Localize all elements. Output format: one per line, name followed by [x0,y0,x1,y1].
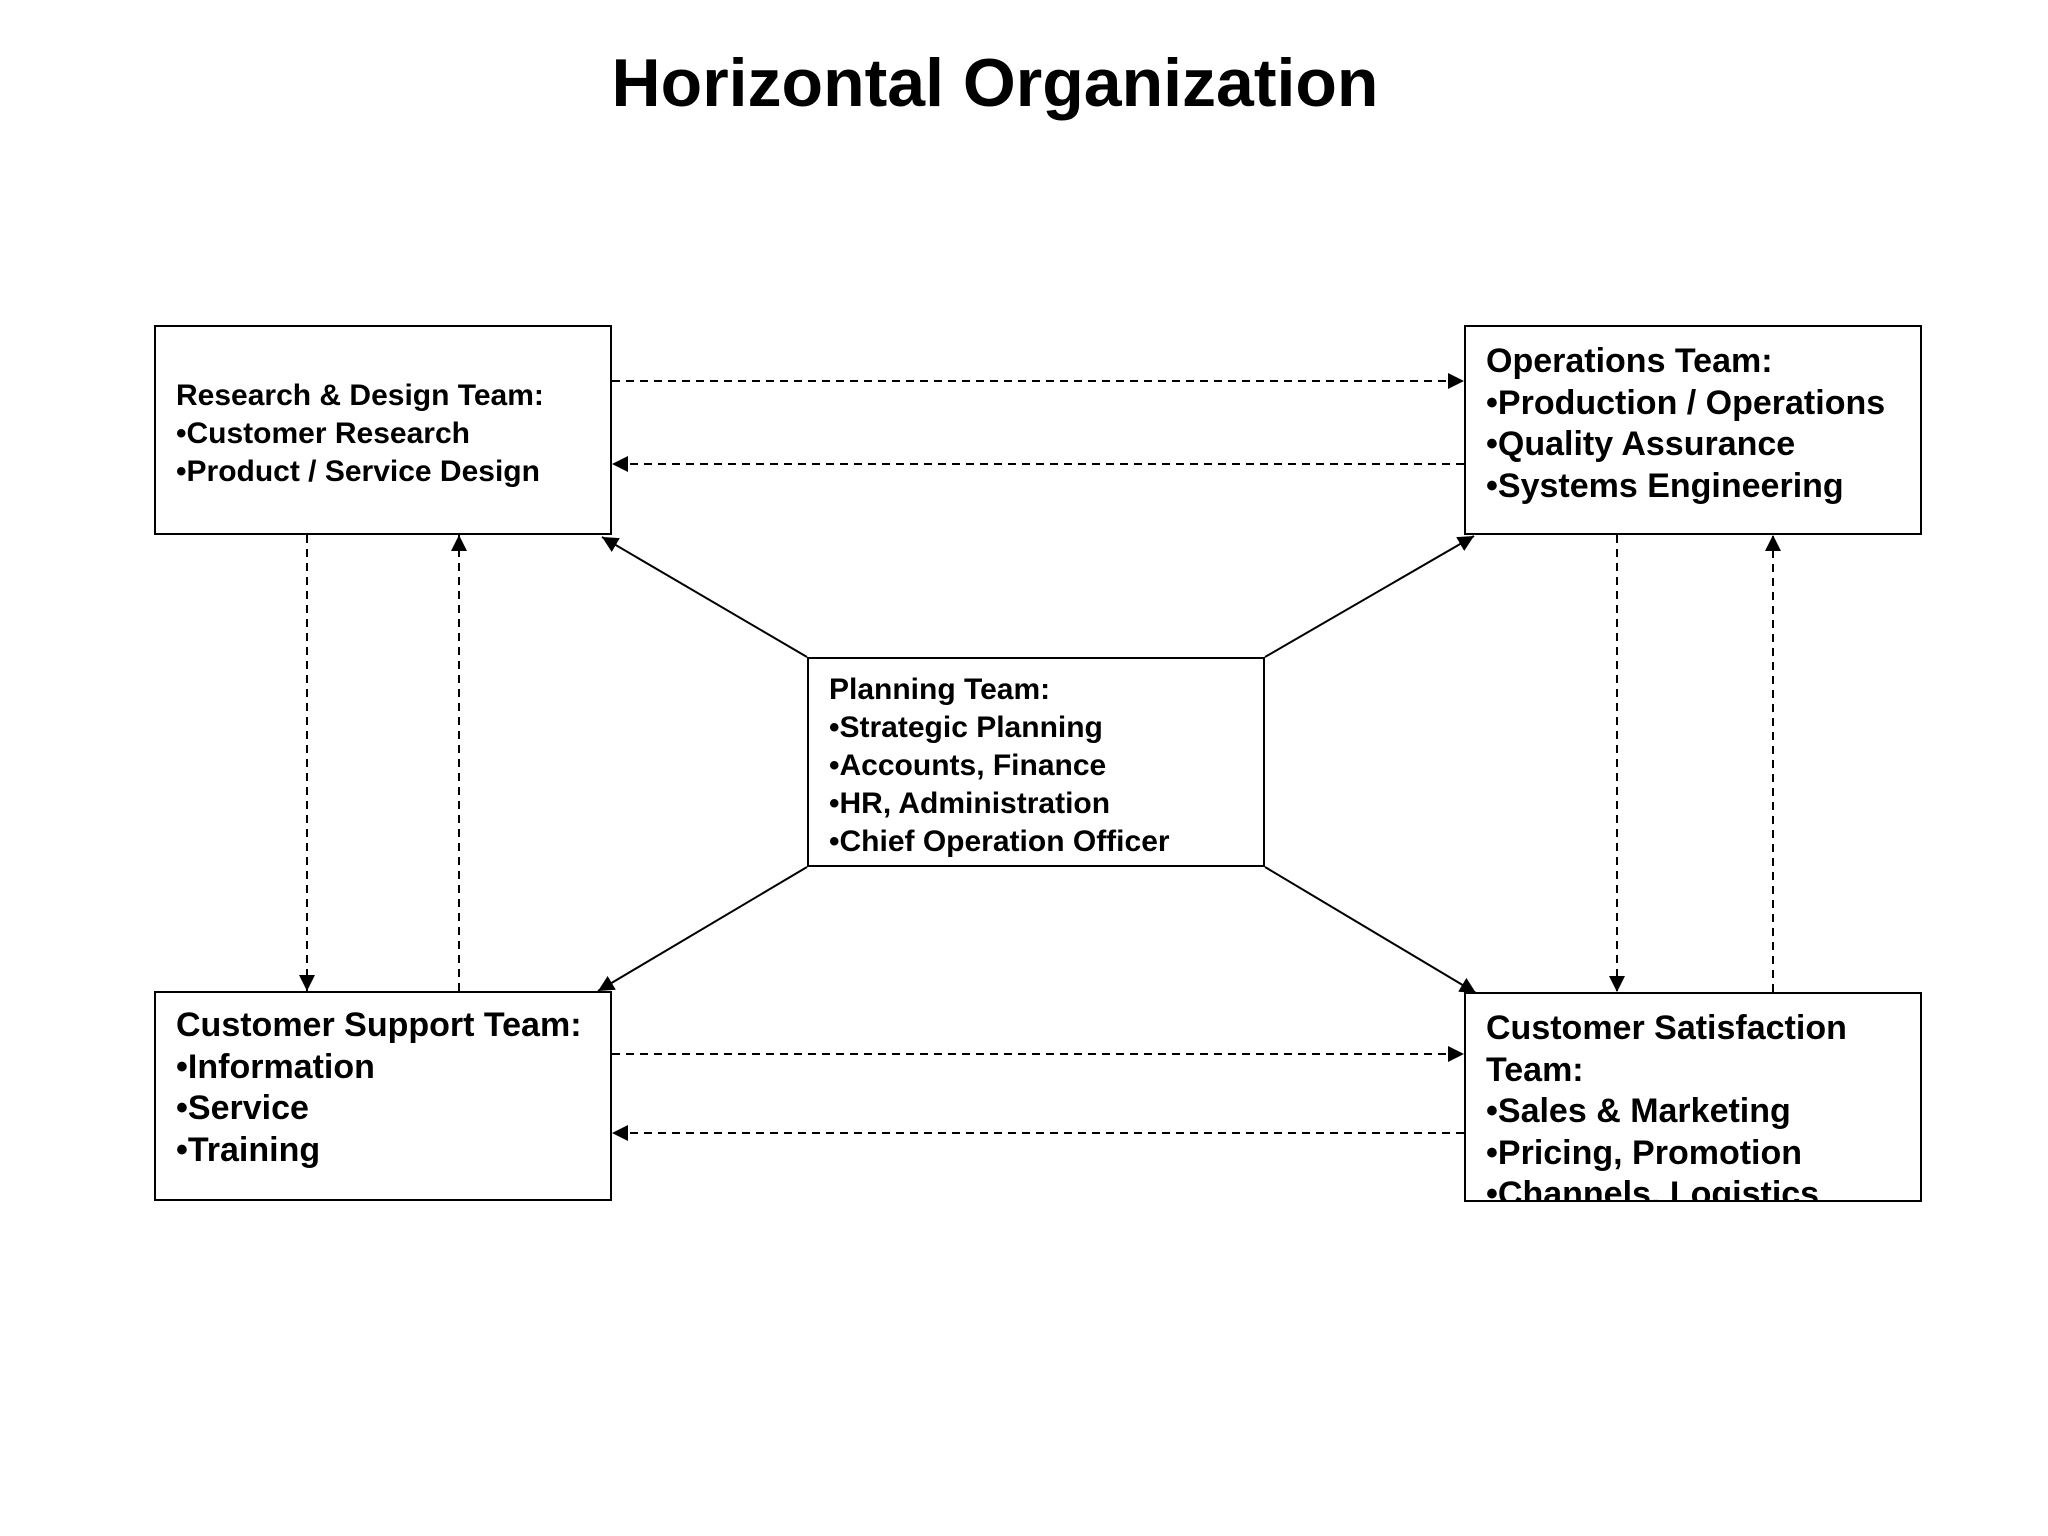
team-item: •Channels, Logistics [1486,1175,1820,1202]
team-item: •Systems Engineering [1486,466,1844,505]
team-item: •Accounts, Finance [829,749,1107,782]
team-heading: Customer Support Team: [176,1006,582,1044]
team-item: •Service [176,1089,309,1127]
team-heading: Customer Satisfaction [1486,1009,1847,1047]
customer-satisfaction-team-box: Customer Satisfaction Team: •Sales & Mar… [1464,992,1922,1202]
team-item: •Production / Operations [1486,383,1886,422]
arrow-planning-to-research [601,536,808,658]
team-item: •Product / Service Design [176,455,540,488]
team-item: •Pricing, Promotion [1486,1133,1803,1172]
operations-team-box: Operations Team: •Production / Operation… [1464,325,1922,535]
page-title: Horizontal Organization [611,45,1379,121]
arrow-planning-to-support [597,866,808,992]
team-heading: Team: [1486,1050,1584,1089]
team-item: •HR, Administration [829,787,1111,820]
team-item: •Customer Research [176,417,470,450]
team-item: •Training [176,1130,321,1169]
customer-support-team-box: Customer Support Team: •Information •Ser… [154,991,612,1201]
team-item: •Information [176,1047,375,1086]
arrow-planning-to-operations [1264,535,1475,658]
team-heading: Research & Design Team: [176,379,544,412]
team-item: •Strategic Planning [829,711,1103,744]
team-heading: Operations Team: [1486,342,1773,380]
team-item: •Quality Assurance [1486,425,1796,463]
team-item: •Sales & Marketing [1486,1092,1791,1130]
team-item: •Chief Operation Officer [829,825,1170,858]
team-heading: Planning Team: [829,673,1051,706]
arrow-planning-to-satisfaction [1264,866,1477,994]
research-design-team-box: Research & Design Team: •Customer Resear… [154,325,612,535]
planning-team-box: Planning Team: •Strategic Planning •Acco… [807,657,1265,867]
